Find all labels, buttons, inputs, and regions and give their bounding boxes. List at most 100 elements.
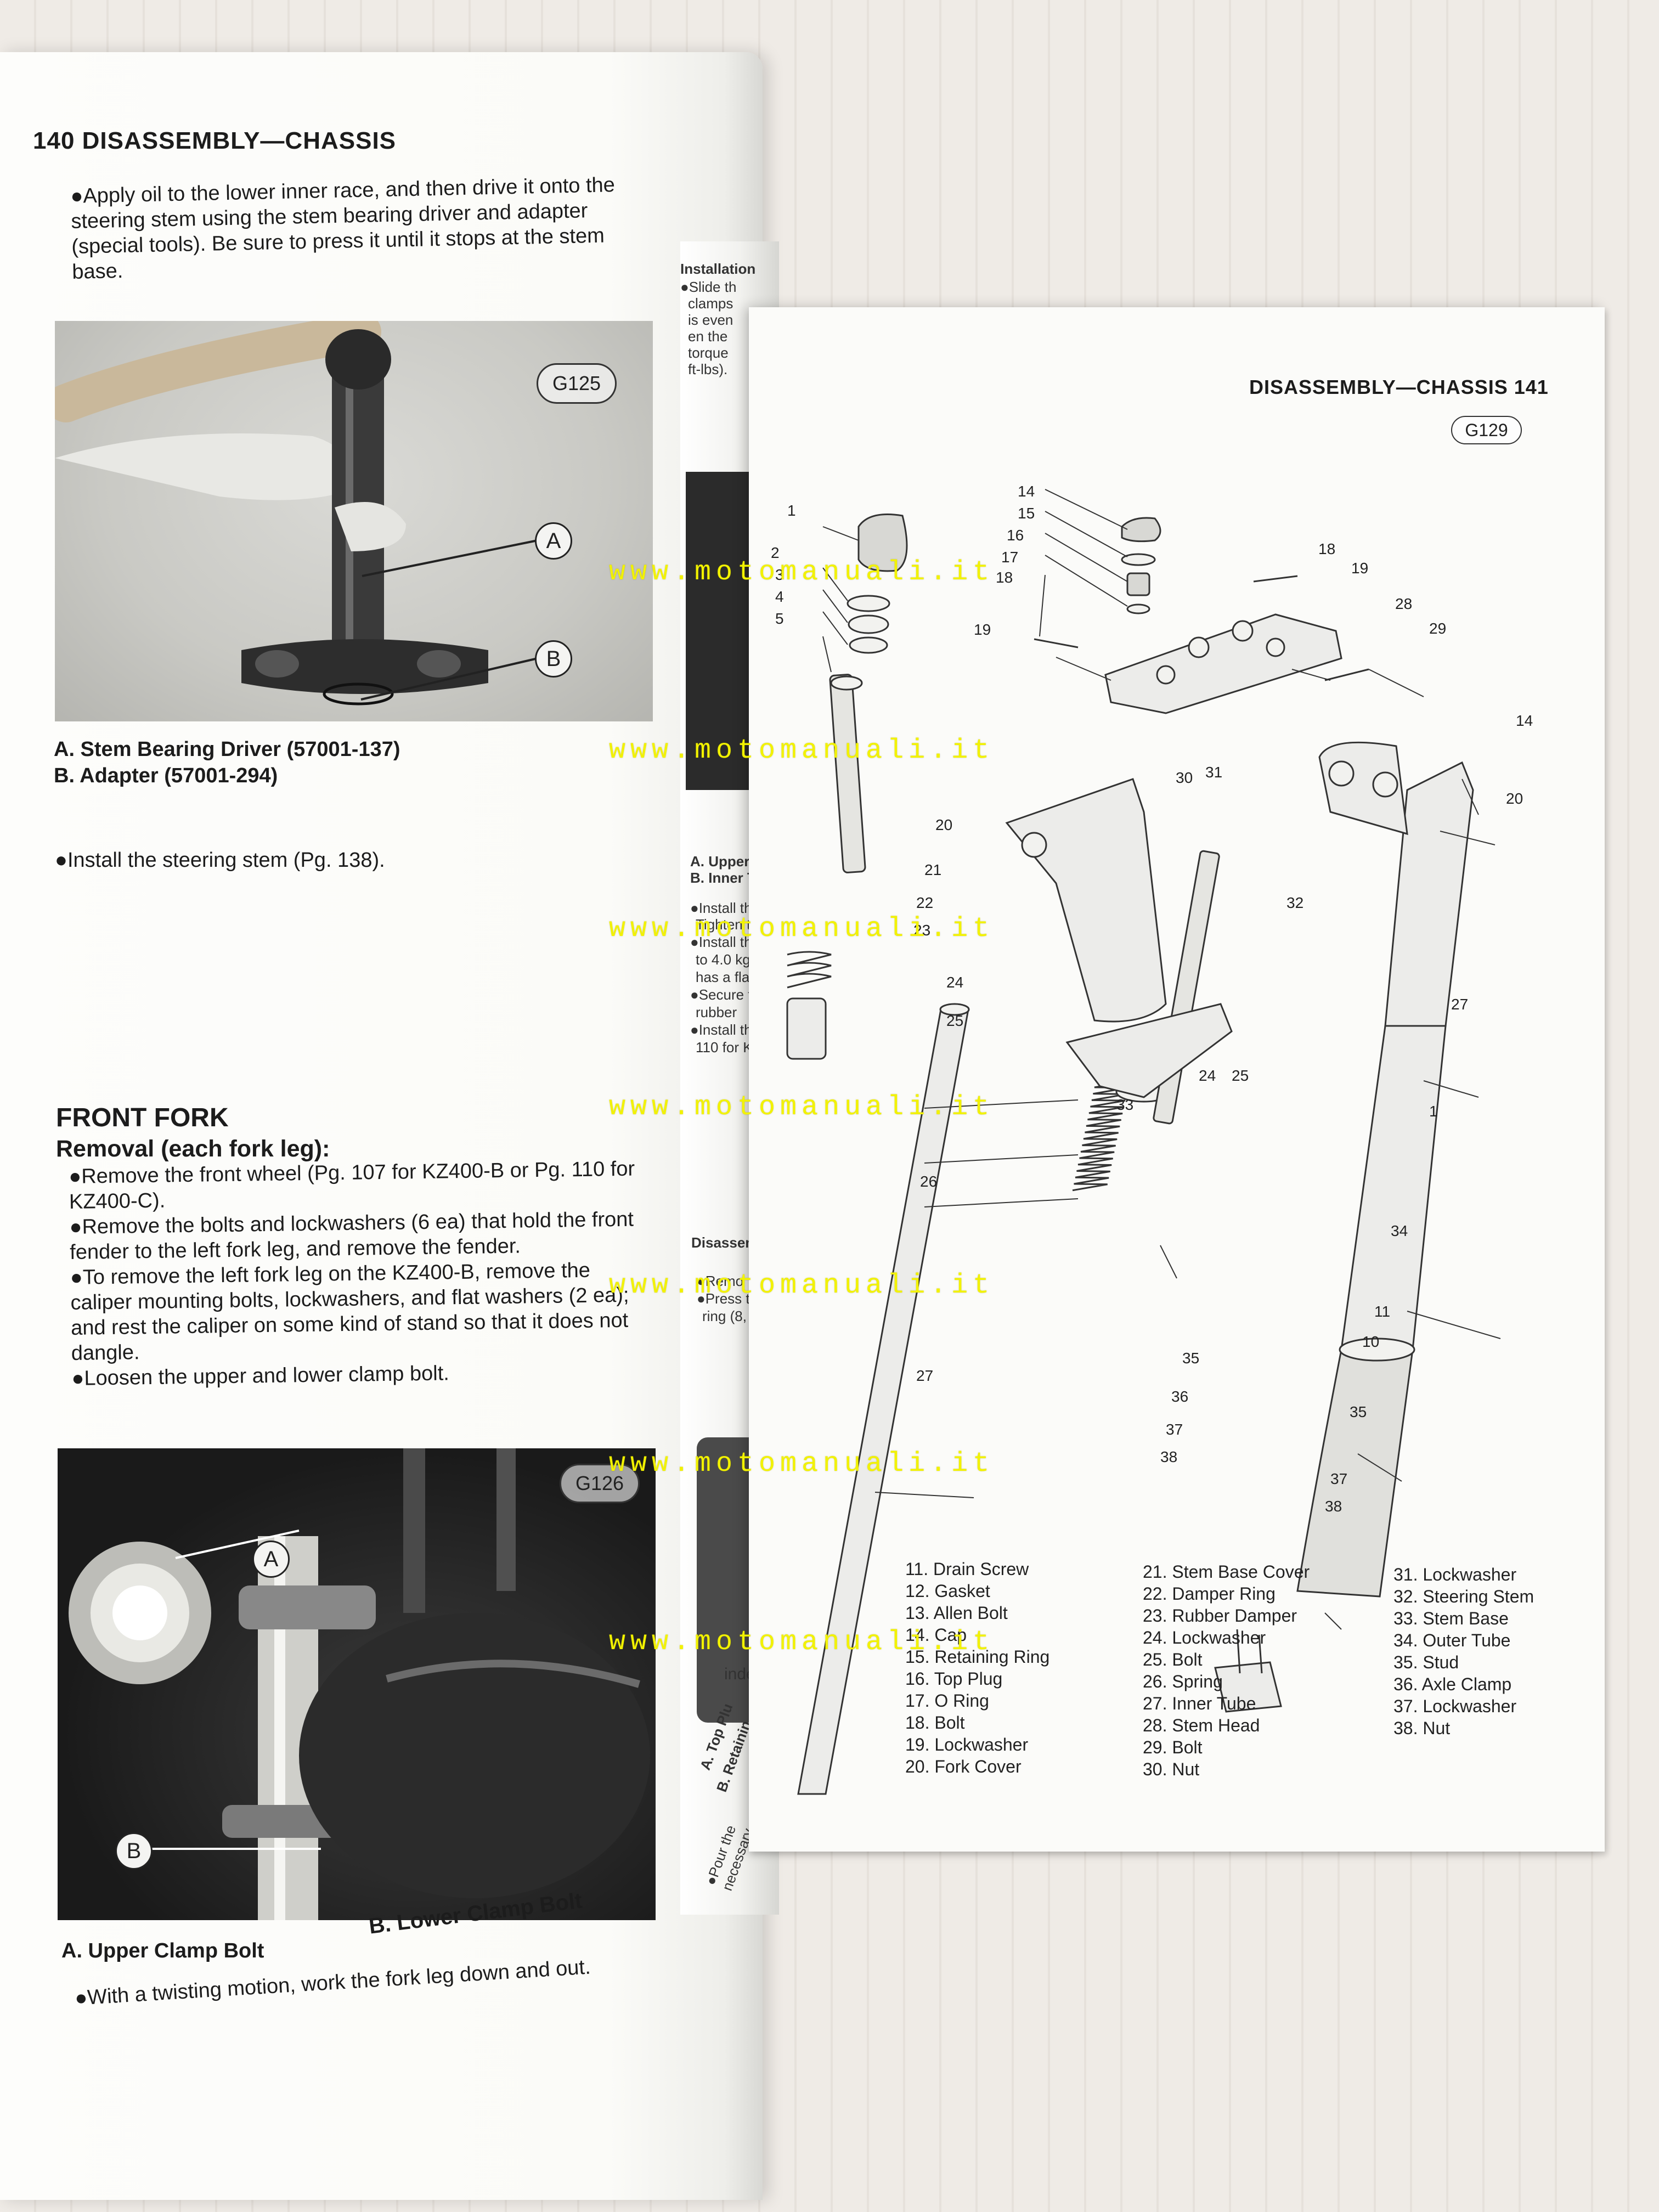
under-text-14: has a flat xyxy=(696,969,754,985)
legend-column-2: 21. Stem Base Cover 22. Damper Ring 23. … xyxy=(1143,1561,1310,1780)
part-number-29: 29 xyxy=(1429,620,1447,637)
callout-a-fig2: A xyxy=(252,1541,290,1578)
legend-item: 18. Bolt xyxy=(905,1713,965,1733)
part-number-16: 16 xyxy=(1007,527,1024,544)
part-number-18b: 18 xyxy=(1318,540,1336,557)
right-page: DISASSEMBLY—CHASSIS 141 G129 xyxy=(749,307,1605,1852)
under-text-5: en the xyxy=(688,328,728,345)
part-number-2: 2 xyxy=(771,544,780,561)
removal-step-2: ●Remove the bolts and lockwashers (6 ea)… xyxy=(69,1207,634,1264)
under-text-12: ●Install the xyxy=(690,934,760,950)
legend-item: 16. Top Plug xyxy=(905,1669,1003,1689)
part-number-25: 25 xyxy=(946,1012,964,1029)
legend-item: 36. Axle Clamp xyxy=(1393,1674,1512,1694)
fig1-caption-b: B. Adapter (57001-294) xyxy=(54,764,278,787)
part-number-14: 14 xyxy=(1018,483,1035,500)
part-number-10: 10 xyxy=(1362,1333,1380,1350)
part-number-33: 33 xyxy=(1116,1096,1134,1113)
legend-item: 12. Gasket xyxy=(905,1581,990,1601)
legend-item: 20. Fork Cover xyxy=(905,1757,1022,1776)
part-number-27b: 27 xyxy=(1451,996,1469,1013)
legend-item: 13. Allen Bolt xyxy=(905,1603,1008,1623)
watermark-6: www.motomanuali.it xyxy=(609,1448,995,1480)
part-number-20: 20 xyxy=(935,816,953,833)
front-fork-exploded-diagram xyxy=(786,489,1501,1795)
watermark-5: www.motomanuali.it xyxy=(609,1270,995,1301)
clamp-bolt-photo xyxy=(58,1448,656,1920)
part-number-37: 37 xyxy=(1166,1421,1183,1438)
legend-item: 25. Bolt xyxy=(1143,1650,1203,1669)
part-number-19b: 19 xyxy=(1351,560,1369,577)
part-number-37b: 37 xyxy=(1330,1470,1348,1487)
stem-tools-illustration xyxy=(55,321,538,706)
part-number-32: 32 xyxy=(1286,894,1304,911)
legend-column-3: 31. Lockwasher 32. Steering Stem 33. Ste… xyxy=(1393,1564,1534,1739)
legend-item: 32. Steering Stem xyxy=(1393,1587,1534,1606)
part-number-36: 36 xyxy=(1171,1388,1189,1405)
part-number-28: 28 xyxy=(1395,595,1413,612)
legend-item: 31. Lockwasher xyxy=(1393,1565,1517,1584)
legend-item: 34. Outer Tube xyxy=(1393,1630,1511,1650)
legend-item: 24. Lockwasher xyxy=(1143,1628,1266,1647)
legend-item: 15. Retaining Ring xyxy=(905,1647,1050,1667)
legend-item: 37. Lockwasher xyxy=(1393,1696,1517,1716)
part-number-17: 17 xyxy=(1001,549,1019,566)
part-number-3: 3 xyxy=(775,566,784,583)
part-number-35b: 35 xyxy=(1350,1403,1367,1420)
under-text-20: ●Remo xyxy=(697,1273,744,1289)
under-text-7: ft-lbs). xyxy=(688,361,728,377)
part-number-5: 5 xyxy=(775,610,784,627)
legend-item: 30. Nut xyxy=(1143,1759,1200,1779)
callout-b-fig2: B xyxy=(115,1832,153,1870)
legend-item: 33. Stem Base xyxy=(1393,1609,1509,1628)
right-page-header: DISASSEMBLY—CHASSIS 141 xyxy=(1249,376,1549,398)
watermark-3: www.motomanuali.it xyxy=(609,913,995,945)
part-number-22: 22 xyxy=(916,894,934,911)
part-number-4: 4 xyxy=(775,588,784,605)
legend-item: 38. Nut xyxy=(1393,1718,1451,1738)
under-text-10: ●Install the xyxy=(690,900,760,916)
removal-step-3: ●To remove the left fork leg on the KZ40… xyxy=(70,1259,629,1365)
legend-item: 35. Stud xyxy=(1393,1652,1459,1672)
under-text-13: to 4.0 kg xyxy=(696,951,751,968)
part-number-19: 19 xyxy=(974,621,991,638)
legend-item: 27. Inner Tube xyxy=(1143,1694,1256,1713)
part-number-25b: 25 xyxy=(1232,1067,1249,1084)
removal-subtitle: Removal (each fork leg): xyxy=(56,1136,330,1162)
part-number-35: 35 xyxy=(1182,1350,1200,1367)
watermark-2: www.motomanuali.it xyxy=(609,735,995,766)
legend-item: 29. Bolt xyxy=(1143,1737,1203,1757)
part-number-20b: 20 xyxy=(1506,790,1523,807)
install-stem-step: ●Install the steering stem (Pg. 138). xyxy=(55,849,385,872)
part-number-34: 34 xyxy=(1391,1222,1408,1239)
legend-item: 11. Drain Screw xyxy=(905,1559,1029,1579)
removal-steps: ●Remove the front wheel (Pg. 107 for KZ4… xyxy=(69,1156,653,1391)
under-text-2: ●Slide th xyxy=(680,279,737,295)
front-fork-title: FRONT FORK xyxy=(56,1103,229,1132)
fig1-caption-a: A. Stem Bearing Driver (57001-137) xyxy=(54,738,400,761)
part-number-18: 18 xyxy=(996,569,1013,586)
under-text-22: ring (8, xyxy=(702,1308,747,1324)
legend-item: 21. Stem Base Cover xyxy=(1143,1562,1310,1582)
legend-item: 26. Spring xyxy=(1143,1672,1223,1691)
fig2-caption-a: A. Upper Clamp Bolt xyxy=(61,1939,264,1962)
legend-item: 22. Damper Ring xyxy=(1143,1584,1276,1604)
under-text-17: ●Install th xyxy=(690,1022,752,1038)
part-number-26: 26 xyxy=(920,1173,938,1190)
fig-g125-label: G125 xyxy=(537,363,617,404)
part-number-30: 30 xyxy=(1176,769,1193,786)
part-number-27: 27 xyxy=(916,1367,934,1384)
callout-a-fig1: A xyxy=(535,522,572,560)
part-number-38b: 38 xyxy=(1325,1498,1342,1515)
part-number-1b: 1 xyxy=(1429,1103,1438,1120)
part-number-23: 23 xyxy=(913,922,931,939)
under-text-16: rubber xyxy=(696,1004,737,1020)
legend-item: 19. Lockwasher xyxy=(905,1735,1029,1754)
legend-item: 28. Stem Head xyxy=(1143,1716,1260,1735)
part-number-31: 31 xyxy=(1205,764,1223,781)
intro-paragraph: ●Apply oil to the lower inner race, and … xyxy=(70,173,616,284)
part-number-11: 11 xyxy=(1374,1303,1391,1320)
under-text-4: is even xyxy=(688,312,733,328)
part-number-1: 1 xyxy=(787,502,796,519)
legend-item: 17. O Ring xyxy=(905,1691,989,1711)
